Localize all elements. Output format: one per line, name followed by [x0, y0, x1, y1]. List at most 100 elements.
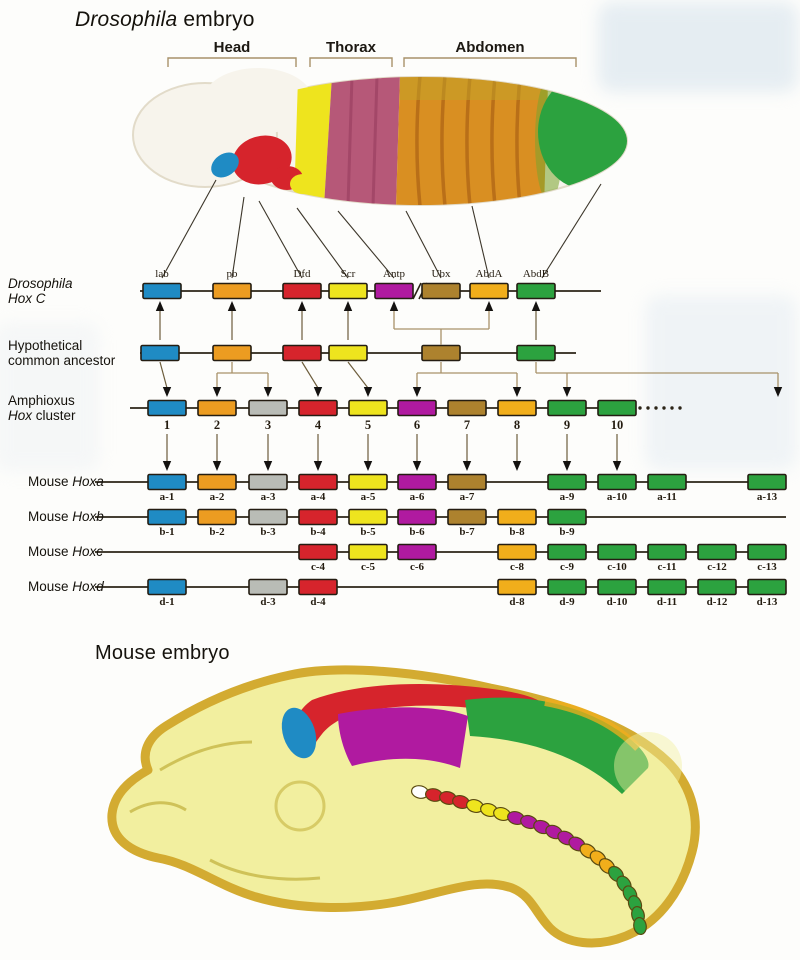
hox-row-common-ancestor: [140, 344, 576, 362]
gene-box-a-13: [747, 473, 787, 491]
gene-label-a-10: a-10: [607, 491, 628, 503]
gene-box-9: [547, 399, 587, 417]
gene-label-7: 7: [464, 418, 470, 432]
somite-green: [633, 916, 647, 936]
gene-label-a-7: a-7: [460, 491, 475, 503]
gene-box-b-2: [197, 508, 237, 526]
gene-label-d-9: d-9: [559, 596, 575, 608]
gene-box-a-6: [397, 473, 437, 491]
row-label-text: Hoxd: [72, 579, 104, 594]
gene-label-a-4: a-4: [311, 491, 326, 503]
continuation-dots: [646, 406, 650, 410]
gene-label-a-1: a-1: [160, 491, 175, 503]
arrowhead-down: [562, 461, 572, 471]
gene-label-9: 9: [564, 418, 570, 432]
arrowhead-down: [162, 387, 172, 397]
gene-box-green: [516, 344, 556, 362]
fly-band-scr-yellow: [294, 77, 332, 205]
gene-box-b-7: [447, 508, 487, 526]
gene-label-c-11: c-11: [658, 561, 677, 573]
gene-box-b-8: [497, 508, 537, 526]
gene-label-a-13: a-13: [757, 491, 778, 503]
arrowhead-up: [389, 301, 399, 311]
mouse-domain-blue: [281, 707, 317, 759]
row-label-text: Mouse: [28, 579, 73, 594]
fly-dorsal-tinge: [400, 77, 548, 100]
arrowhead-down: [512, 461, 522, 471]
arrowhead-up: [531, 301, 541, 311]
gene-label-c-4: c-4: [311, 561, 326, 573]
gene-label-2: 2: [214, 418, 220, 432]
gene-box-2: [197, 399, 237, 417]
gene-label-Scr: Scr: [341, 268, 356, 280]
gene-box-3: [248, 399, 288, 417]
gene-box-lab: [142, 282, 182, 300]
gene-label-b-3: b-3: [260, 526, 276, 538]
gene-box-c-11: [647, 543, 687, 561]
arrowhead-up: [155, 301, 165, 311]
arrowhead-down: [412, 461, 422, 471]
gene-box-pb: [212, 282, 252, 300]
gene-box-a-9: [547, 473, 587, 491]
gene-box-6: [397, 399, 437, 417]
row-label-text: Mouse: [28, 509, 73, 524]
gene-label-1: 1: [164, 418, 170, 432]
gene-label-d-11: d-11: [657, 596, 677, 608]
arrowhead-down: [263, 461, 273, 471]
gene-box-c-4: [298, 543, 338, 561]
gene-box-d-12: [697, 578, 737, 596]
title-rest: embryo: [177, 8, 255, 31]
gene-box-c-9: [547, 543, 587, 561]
gene-label-c-5: c-5: [361, 561, 376, 573]
fly-head-lobe: [203, 68, 313, 134]
arrowhead-down: [363, 461, 373, 471]
mouse-ear-fold: [274, 780, 326, 832]
page-bleed-artifact: [598, 2, 798, 92]
mouse-embryo-illustration: [107, 665, 700, 948]
arrowhead-down: [462, 461, 472, 471]
gene-label-b-6: b-6: [409, 526, 425, 538]
gene-box-b-1: [147, 508, 187, 526]
fly-segment-line: [346, 77, 354, 205]
gene-label-b-9: b-9: [559, 526, 575, 538]
row-label-mouse-hoxb: Mouse Hoxb: [28, 509, 104, 524]
gene-box-b-9: [547, 508, 587, 526]
gene-label-Ubx: Ubx: [432, 268, 451, 280]
page-bleed-artifact: [645, 295, 797, 470]
gene-box-4: [298, 399, 338, 417]
continuation-dots: [670, 406, 674, 410]
break-slash: [412, 282, 422, 300]
gene-label-Antp: Antp: [383, 268, 406, 280]
gene-label-a-3: a-3: [261, 491, 276, 503]
gene-box-orange: [212, 344, 252, 362]
gene-box-yellow: [328, 344, 368, 362]
gene-label-d-4: d-4: [310, 596, 326, 608]
gene-label-b-1: b-1: [159, 526, 174, 538]
embryo-leader-line: [541, 183, 602, 279]
gene-box-d-9: [547, 578, 587, 596]
gene-label-a-2: a-2: [210, 491, 225, 503]
fly-segment-line: [371, 77, 379, 205]
gene-box-10: [597, 399, 637, 417]
arrowhead-up: [297, 301, 307, 311]
row-label-text: Mouse: [28, 544, 73, 559]
gene-label-d-10: d-10: [607, 596, 628, 608]
gene-box-5: [348, 399, 388, 417]
embryo-leader-line: [337, 210, 395, 279]
gene-box-d-4: [298, 578, 338, 596]
gene-box-b-6: [397, 508, 437, 526]
gene-label-10: 10: [611, 418, 624, 432]
gene-box-a-2: [197, 473, 237, 491]
mouse-head-fold: [159, 740, 253, 772]
row-label-mouse-hoxc: Mouse Hoxc: [28, 544, 103, 559]
gene-label-d-12: d-12: [707, 596, 728, 608]
fly-band-thorax-rose: [324, 77, 400, 205]
row-label-mouse-hoxd: Mouse Hoxd: [28, 579, 104, 594]
descent-arrow-down: [347, 361, 369, 389]
embryo-leader-line: [471, 205, 490, 279]
